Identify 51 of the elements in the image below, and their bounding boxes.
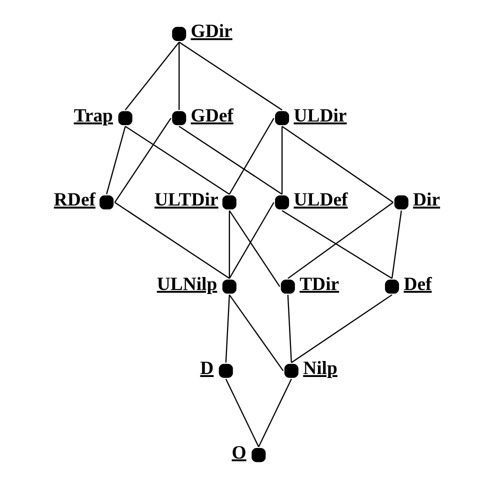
connector xyxy=(178,42,180,110)
node-circle xyxy=(222,195,236,210)
node-circle xyxy=(394,195,408,210)
node-circle xyxy=(251,448,266,462)
node-label: Dir xyxy=(412,190,440,211)
node-label: TDir xyxy=(299,274,339,295)
node-circle xyxy=(274,195,289,210)
node-label: ULTDir xyxy=(154,190,218,211)
node-circle xyxy=(274,111,289,126)
connector xyxy=(287,202,394,279)
connector xyxy=(178,42,282,110)
node-circle xyxy=(384,280,399,294)
node-label: ULDef xyxy=(293,190,348,211)
connector xyxy=(114,202,230,279)
node-circle xyxy=(280,280,294,294)
node-circle xyxy=(222,280,236,294)
connector xyxy=(106,126,126,194)
connector xyxy=(114,118,171,203)
node-circle xyxy=(172,26,186,41)
connector xyxy=(228,202,274,279)
node-label: Def xyxy=(403,274,432,295)
node-label: ULDir xyxy=(293,105,346,126)
node-label: Trap xyxy=(73,105,112,126)
node-label: RDef xyxy=(53,190,95,211)
connector xyxy=(258,378,292,448)
connector xyxy=(290,294,392,364)
connector xyxy=(228,210,280,287)
connector xyxy=(281,210,392,279)
connector xyxy=(178,126,282,195)
node-circle xyxy=(172,111,186,126)
connector xyxy=(286,294,292,363)
connector xyxy=(228,294,284,372)
connector xyxy=(390,210,402,278)
node-circle xyxy=(284,364,298,378)
node-circle xyxy=(99,195,114,210)
node-circle xyxy=(118,111,132,126)
connector xyxy=(281,126,393,203)
connector xyxy=(224,294,230,363)
node-label: Nilp xyxy=(302,358,337,380)
node-label: ULNilp xyxy=(156,274,217,295)
connector xyxy=(280,126,282,194)
connector xyxy=(228,210,230,278)
node-label: GDef xyxy=(190,105,233,126)
connector xyxy=(124,126,230,195)
node-label: D xyxy=(200,358,214,380)
connector xyxy=(224,378,259,448)
node-circle xyxy=(218,364,232,378)
connector xyxy=(124,42,180,110)
node-label: O xyxy=(231,442,246,464)
connector xyxy=(228,118,274,194)
node-label: GDir xyxy=(190,21,232,42)
